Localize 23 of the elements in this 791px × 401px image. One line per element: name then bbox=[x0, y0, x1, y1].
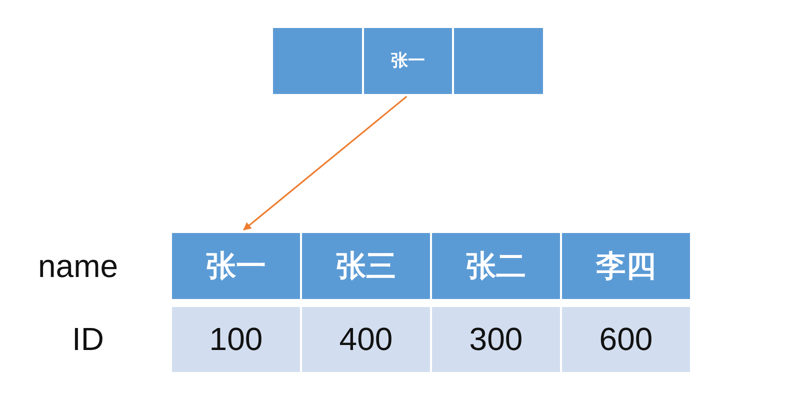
cell-text: 400 bbox=[339, 322, 393, 358]
empty-box bbox=[454, 28, 543, 94]
row-label: name bbox=[38, 249, 118, 284]
empty-box bbox=[273, 28, 362, 94]
cell-text: 600 bbox=[599, 322, 653, 358]
cell-text: 300 bbox=[469, 322, 523, 358]
header-cell bbox=[302, 233, 430, 299]
cell-text: 张一 bbox=[391, 52, 425, 70]
arrow bbox=[243, 96, 408, 230]
data-cell bbox=[562, 307, 690, 372]
cell-text: 张一 bbox=[206, 250, 266, 282]
cell-text: 李四 bbox=[596, 250, 656, 282]
header-cell bbox=[562, 233, 690, 299]
data-cell bbox=[172, 307, 300, 372]
cell-text: 张三 bbox=[336, 250, 396, 282]
header-cell bbox=[432, 233, 560, 299]
cell-text: 100 bbox=[209, 322, 263, 358]
data-cell bbox=[432, 307, 560, 372]
data-cell bbox=[302, 307, 430, 372]
header-cell bbox=[364, 28, 452, 94]
cell-text: 张二 bbox=[466, 250, 526, 282]
header-cell bbox=[172, 233, 300, 299]
row-label: ID bbox=[72, 322, 104, 358]
